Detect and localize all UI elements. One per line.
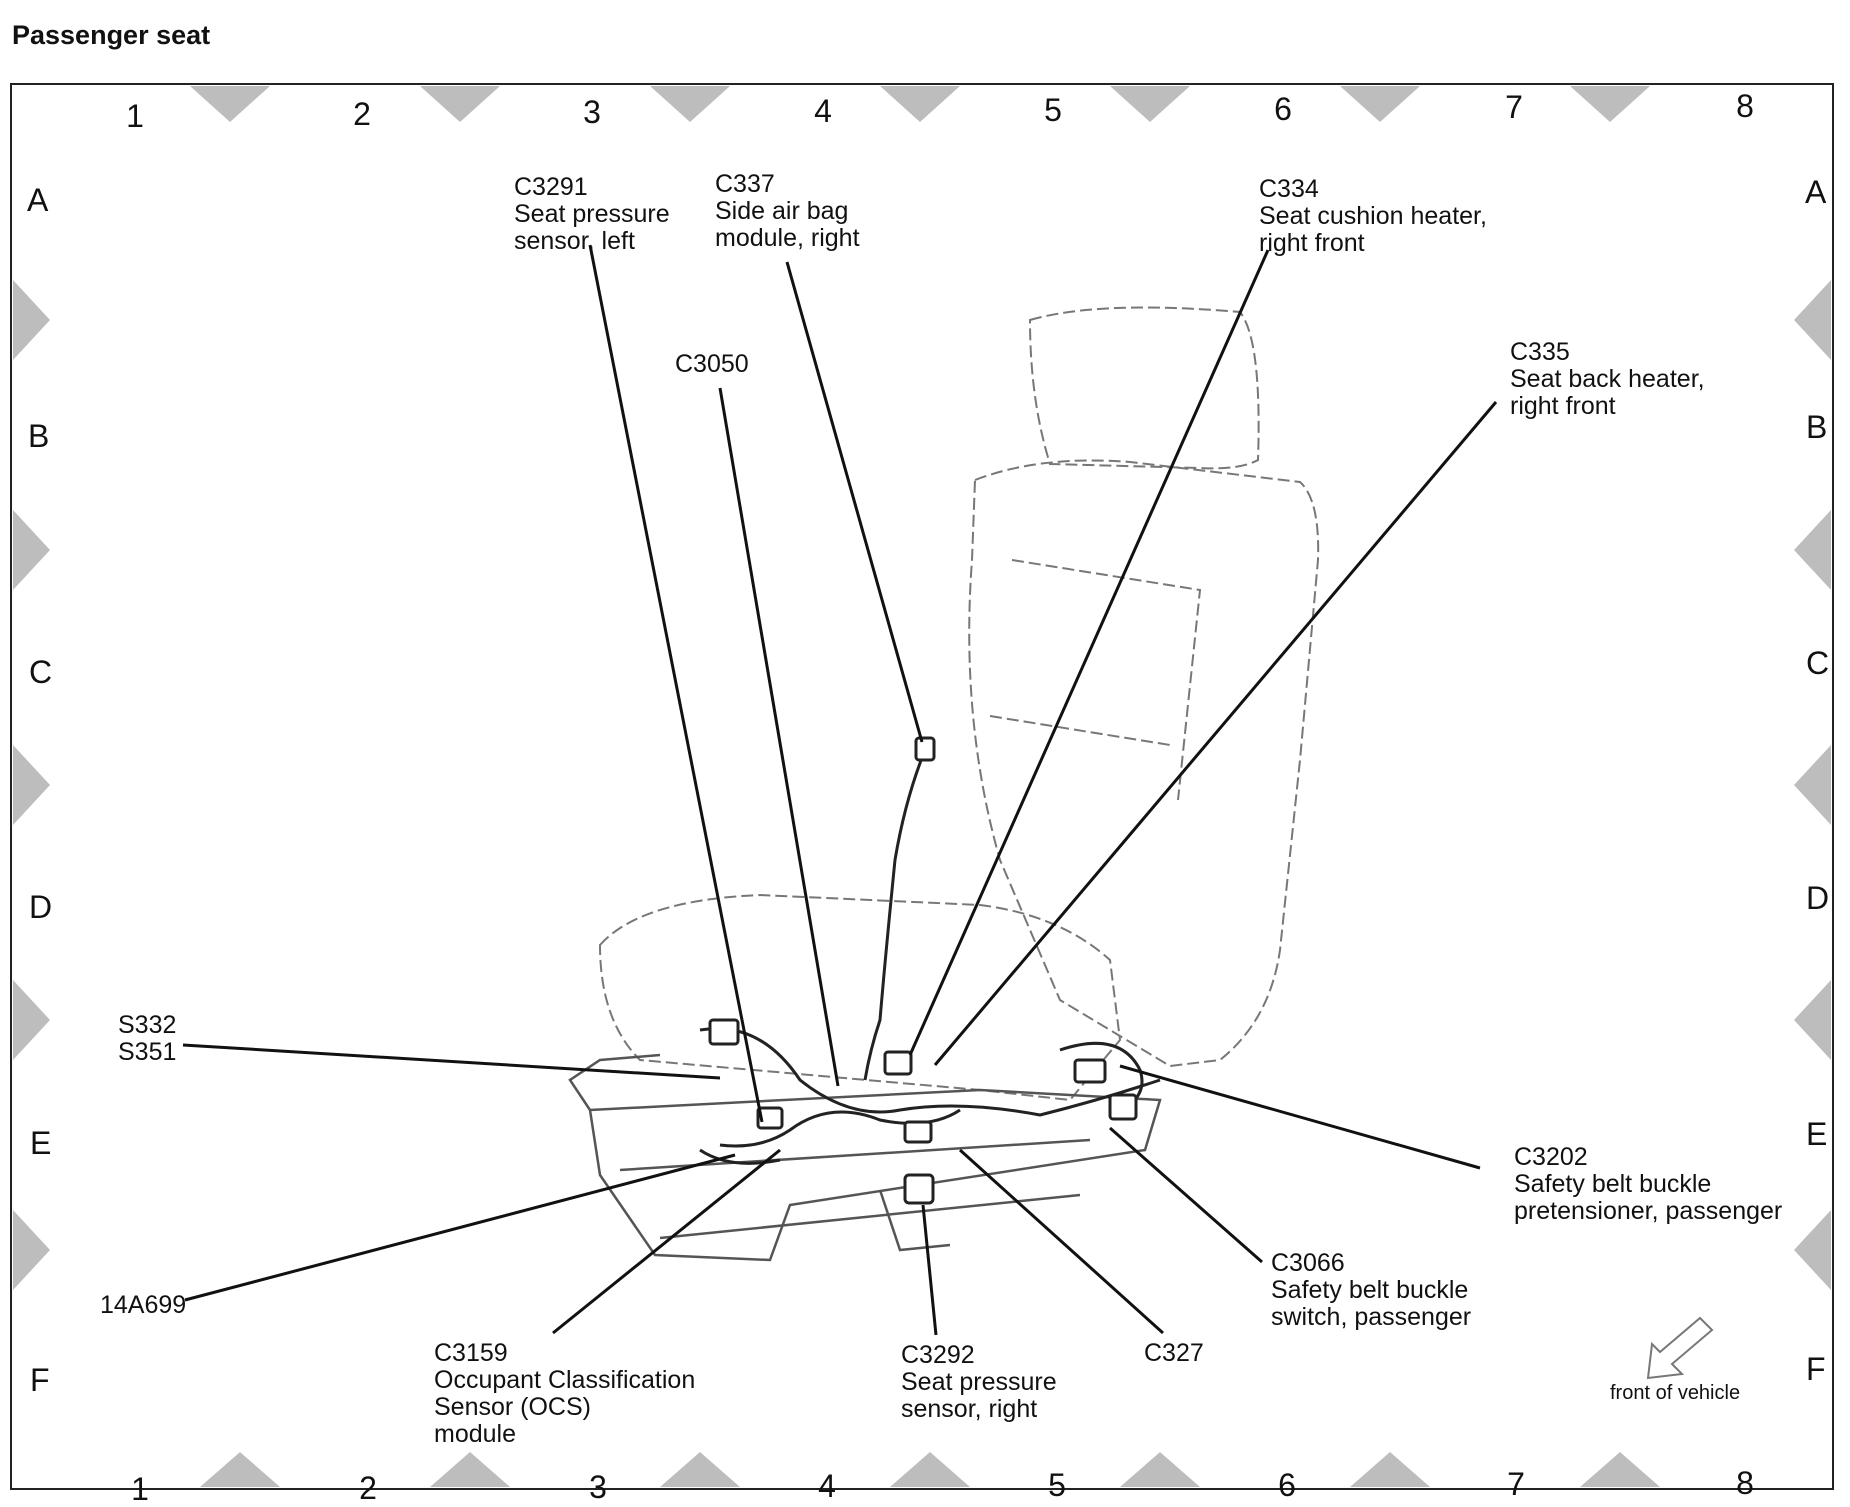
leader-c3159 (552, 1148, 781, 1335)
callout-line: C3159 (434, 1339, 508, 1367)
grid-column-label: 7 (1505, 89, 1523, 125)
callout-line: Sensor (OCS) (434, 1393, 591, 1421)
callout-14a699: 14A699 (100, 1292, 186, 1319)
grid-row-label: E (30, 1125, 52, 1161)
grid-column-label: 5 (1044, 92, 1062, 128)
callout-line: Side air bag (715, 197, 849, 225)
grid-row-label: A (27, 182, 49, 218)
callout-c3291: C3291 Seat pressure sensor, left (514, 174, 670, 255)
grid-column-label: 2 (359, 1470, 377, 1506)
callout-c3066: C3066 Safety belt buckle switch, passeng… (1271, 1250, 1471, 1331)
callout-line: C3292 (901, 1341, 975, 1369)
callout-c335: C335 Seat back heater, right front (1510, 339, 1705, 420)
callout-c327: C327 (1144, 1340, 1204, 1367)
callout-line: Seat pressure (901, 1368, 1057, 1396)
callout-line: S332 (118, 1011, 177, 1039)
callout-line: 14A699 (100, 1291, 187, 1319)
callout-c3292: C3292 Seat pressure sensor, right (901, 1342, 1057, 1423)
leader-c334 (908, 249, 1270, 1056)
grid-column-label: 4 (814, 93, 832, 129)
callout-line: C335 (1510, 338, 1570, 366)
connectors (708, 736, 1138, 1205)
grid-column-label: 3 (589, 1469, 607, 1505)
grid-row-label: A (1805, 174, 1827, 210)
callout-line: S351 (118, 1038, 177, 1066)
callout-line: C3202 (1514, 1143, 1588, 1171)
callout-line: C334 (1259, 175, 1319, 203)
grid-row-label: D (1806, 880, 1830, 916)
grid-row-label: B (28, 418, 50, 454)
seat-outline (598, 306, 1320, 1102)
grid-row-label: B (1806, 409, 1828, 445)
callout-c334: C334 Seat cushion heater, right front (1259, 176, 1487, 257)
grid-row-label: E (1806, 1116, 1828, 1152)
diagram-frame (10, 83, 1834, 1490)
leader-c3292 (921, 1204, 938, 1336)
callout-line: C3050 (675, 350, 749, 378)
air-bag-harness (863, 749, 927, 1081)
callout-line: right front (1510, 392, 1616, 420)
grid-row-label: F (1806, 1351, 1826, 1387)
grid-row-label: D (29, 889, 53, 925)
front-of-vehicle-label: front of vehicle (1610, 1382, 1741, 1404)
seat-track (588, 1088, 1162, 1262)
leader-s332 (182, 1043, 721, 1080)
callout-line: module (434, 1420, 516, 1448)
connector-c337 (914, 736, 936, 762)
grid-column-label: 6 (1274, 91, 1292, 127)
leader-c337 (785, 261, 924, 743)
callout-line: Occupant Classification (434, 1366, 696, 1394)
callout-line: Safety belt buckle (1514, 1170, 1712, 1198)
seat-cushion (598, 893, 1122, 1102)
front-arrow-icon (1646, 1316, 1714, 1380)
callout-line: sensor, left (514, 227, 635, 255)
grid-row-label: C (29, 654, 53, 690)
leader-lines (182, 244, 1498, 1336)
seat-back (968, 459, 1320, 1068)
leader-c3050 (718, 387, 840, 1087)
headrest (1028, 306, 1260, 470)
border-markers (13, 86, 1831, 1487)
callout-s332-s351: S332 S351 (118, 1012, 176, 1066)
grid-row-label: F (30, 1362, 50, 1398)
grid-column-label: 2 (353, 96, 371, 132)
callout-c337: C337 Side air bag module, right (715, 171, 860, 252)
grid-column-label: 6 (1278, 1467, 1296, 1503)
callout-c3202: C3202 Safety belt buckle pretensioner, p… (1514, 1144, 1782, 1225)
callout-line: C3066 (1271, 1249, 1345, 1277)
seat-base (568, 1053, 1162, 1262)
leader-c3202 (1119, 1064, 1481, 1170)
grid-column-label: 3 (583, 94, 601, 130)
callout-line: Safety belt buckle (1271, 1276, 1469, 1304)
leader-c3291 (588, 244, 764, 1123)
callout-line: C327 (1144, 1339, 1204, 1367)
grid-column-label: 5 (1048, 1467, 1066, 1503)
callout-line: pretensioner, passenger (1514, 1197, 1783, 1225)
grid-row-label: C (1806, 645, 1830, 681)
grid-column-label: 1 (126, 98, 144, 134)
leader-14a699 (184, 1153, 736, 1302)
callout-c3159: C3159 Occupant Classification Sensor (OC… (434, 1340, 695, 1448)
grid-column-label: 4 (818, 1468, 836, 1504)
callout-line: C337 (715, 170, 775, 198)
callout-line: C3291 (514, 173, 588, 201)
leader-c327 (958, 1148, 1165, 1335)
callout-line: right front (1259, 229, 1365, 257)
leader-c335 (933, 401, 1498, 1066)
callout-c3050: C3050 (675, 351, 749, 378)
grid-column-label: 8 (1736, 1465, 1754, 1501)
callout-line: Seat pressure (514, 200, 670, 228)
callout-line: Seat cushion heater, (1259, 202, 1487, 230)
grid-column-label: 1 (131, 1471, 149, 1507)
leader-c3066 (1109, 1126, 1263, 1264)
page-title: Passenger seat (12, 20, 211, 50)
callout-line: module, right (715, 224, 860, 252)
grid-column-label: 7 (1507, 1466, 1525, 1502)
callout-line: switch, passenger (1271, 1303, 1472, 1331)
callout-line: Seat back heater, (1510, 365, 1705, 393)
callout-line: sensor, right (901, 1395, 1038, 1423)
grid-column-label: 8 (1736, 88, 1754, 124)
